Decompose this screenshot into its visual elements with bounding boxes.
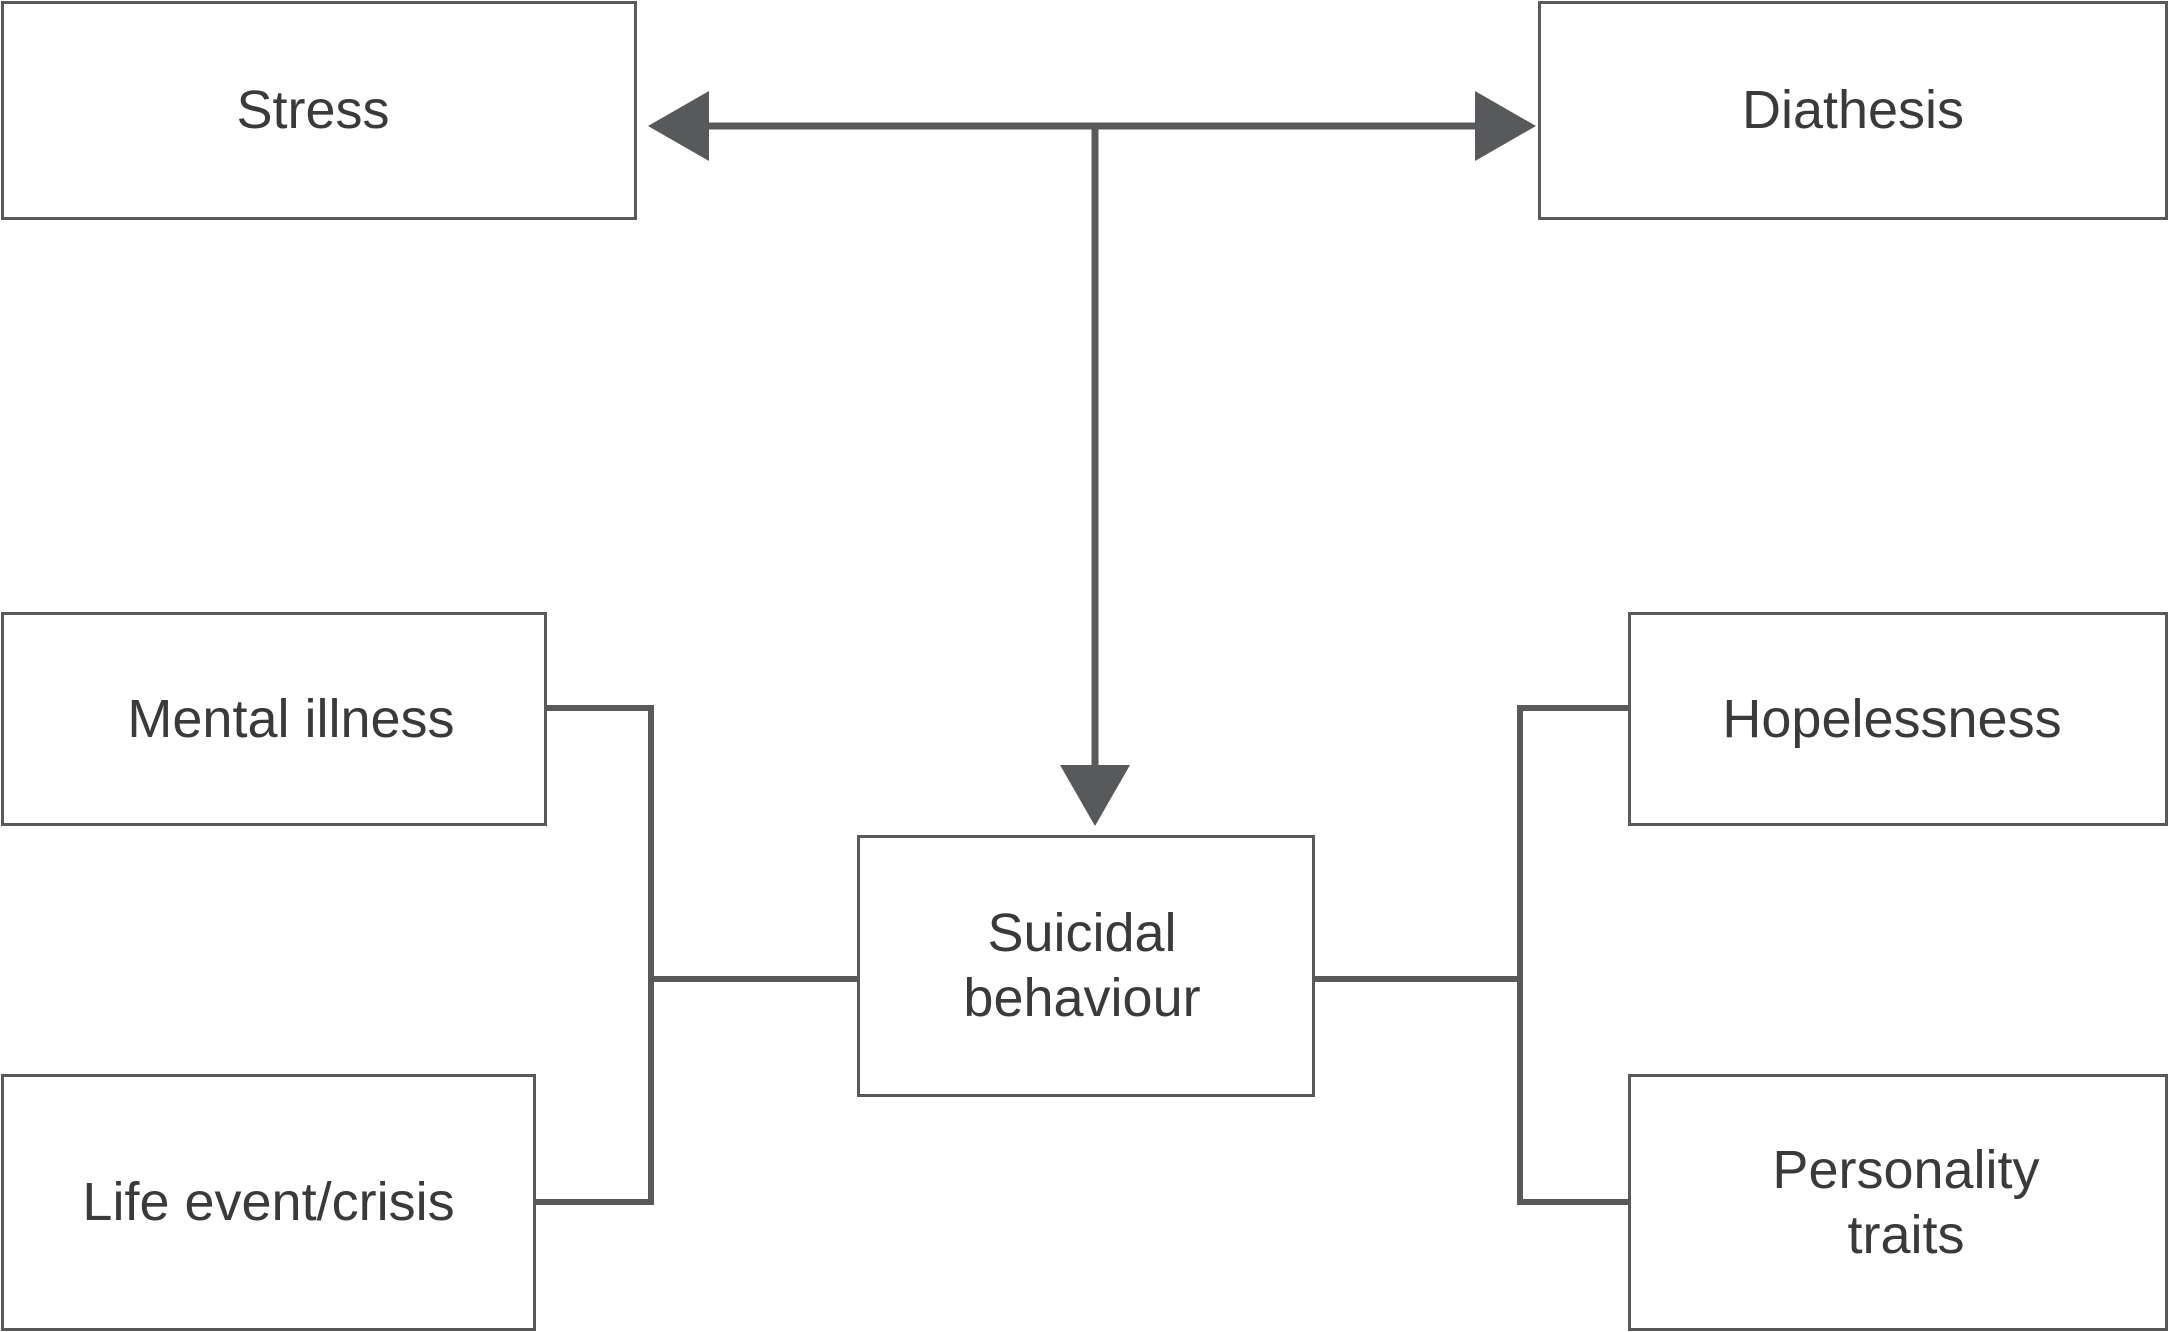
left-bracket xyxy=(536,705,857,1205)
diathesis-label: Diathesis xyxy=(1741,80,1965,141)
top-double-arrow xyxy=(648,91,1536,161)
arrowhead-down xyxy=(1060,765,1130,826)
hopelessness-box: Hopelessness xyxy=(1628,612,2168,826)
stress-box: Stress xyxy=(1,1,637,220)
diathesis-box: Diathesis xyxy=(1538,1,2168,220)
personality-traits-box: Personality traits xyxy=(1628,1074,2168,1331)
stress-label: Stress xyxy=(236,80,390,141)
suicidal-behaviour-label: Suicidal behaviour xyxy=(963,901,1200,1031)
life-event-label: Life event/crisis xyxy=(82,1172,455,1233)
arrowhead-right xyxy=(1475,91,1536,161)
mental-illness-box: Mental illness xyxy=(1,612,547,826)
mental-illness-label: Mental illness xyxy=(127,688,455,749)
personality-traits-line1: Personality xyxy=(1772,1139,2040,1200)
left-bracket-connector xyxy=(536,705,654,1205)
right-bracket-connector xyxy=(1517,705,1628,1205)
suicidal-behaviour-line1: Suicidal xyxy=(987,903,1177,964)
arrowhead-left xyxy=(648,91,709,161)
right-bracket xyxy=(1312,705,1628,1205)
personality-traits-line2: traits xyxy=(1847,1204,1965,1265)
hopelessness-label: Hopelessness xyxy=(1722,688,2062,749)
vertical-arrow-to-suicidal xyxy=(1060,126,1130,826)
life-event-box: Life event/crisis xyxy=(1,1074,536,1331)
suicidal-behaviour-box: Suicidal behaviour xyxy=(857,835,1315,1097)
personality-traits-label: Personality traits xyxy=(1772,1138,2039,1268)
suicidal-behaviour-line2: behaviour xyxy=(963,968,1201,1028)
